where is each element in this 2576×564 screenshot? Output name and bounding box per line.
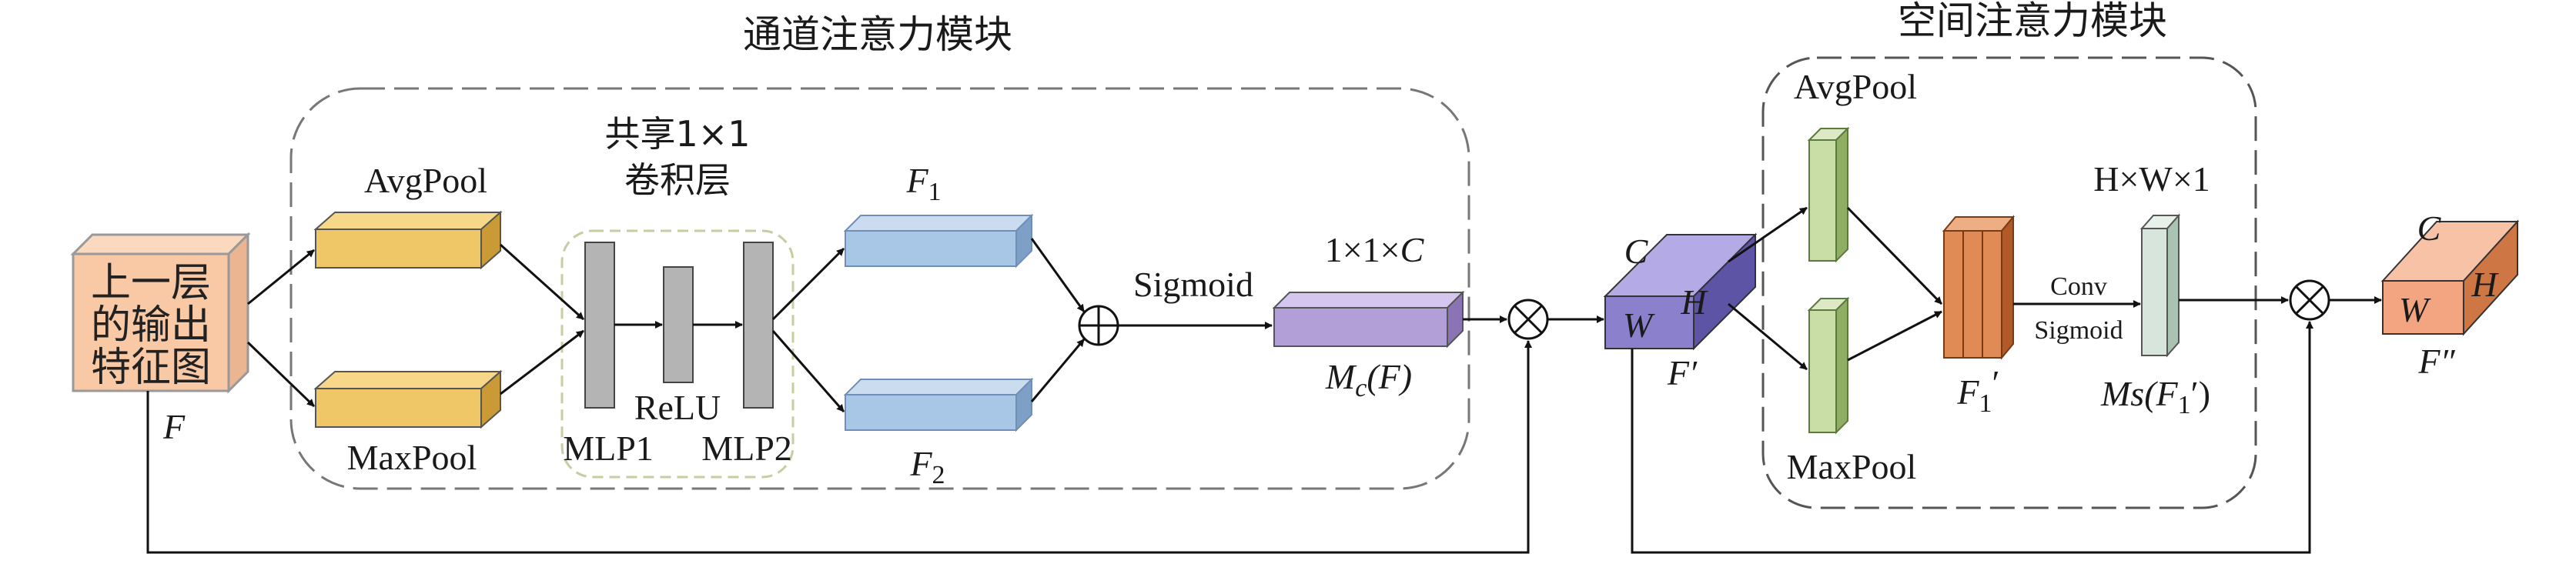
channel-avgpool-label: AvgPool: [364, 161, 487, 200]
channel-avgpool-block: [313, 210, 503, 270]
spatial-maxpool-label: MaxPool: [1787, 447, 1917, 486]
arrow-fprime-to-avgpool: [1728, 206, 1808, 263]
mlp2-block: [743, 242, 774, 409]
arrow-f1-to-add: [1030, 238, 1086, 312]
spatial-maxpool-block: [1807, 296, 1850, 435]
arrow-skip-to-multiply-2: [1631, 321, 2313, 554]
concat-block: [1942, 215, 2016, 360]
output-w-label: W: [2399, 290, 2431, 329]
spatial-avgpool-label: AvgPool: [1794, 67, 1917, 106]
channel-maxpool-label: MaxPool: [347, 438, 477, 477]
mc-block: [1272, 290, 1465, 349]
fprime-c-label: C: [1624, 232, 1649, 271]
conv-label: Conv: [2050, 272, 2107, 301]
mlp2-label: MLP2: [701, 429, 792, 468]
channel-module-title: 通道注意力模块: [743, 12, 1012, 57]
channel-module-border: [289, 87, 1470, 490]
shared-conv-label-1: 共享1×1: [604, 113, 750, 155]
arrow-f2-to-add: [1030, 339, 1086, 402]
connectors: [146, 206, 2382, 554]
fprime-h-label: H: [1680, 282, 1708, 322]
f1-feature-block: [843, 213, 1034, 269]
arrow-avgpool-to-mlp1: [499, 243, 585, 321]
mc-label: Mc(F): [1325, 357, 1412, 402]
fprime-w-label: W: [1623, 305, 1655, 345]
f2-label: F2: [909, 444, 945, 489]
output-block: W H: [2380, 219, 2520, 336]
arrow-input-to-maxpool: [246, 341, 316, 408]
fprime-label: F′: [1667, 353, 1698, 392]
arrow-mlp2-to-f2: [771, 330, 845, 412]
arrow-mlp2-to-f1: [771, 247, 845, 321]
f1prime-label: F1′: [1956, 363, 1999, 418]
input-line-2: 的输出: [91, 302, 211, 349]
mc-dims-label: 1×1×C: [1325, 230, 1425, 269]
output-c-label: C: [2417, 209, 2442, 248]
spatial-module-border: [1761, 56, 2257, 509]
arrow-skip-to-multiply-1: [146, 340, 1532, 554]
input-line-3: 特征图: [91, 345, 211, 391]
arrow-maxpool-to-concat: [1847, 310, 1942, 362]
add-operator: [1078, 305, 1119, 346]
spatial-sigmoid-label: Sigmoid: [2034, 316, 2123, 345]
spatial-module-title: 空间注意力模块: [1898, 0, 2167, 43]
relu-label: ReLU: [634, 388, 721, 427]
arrow-avgpool-to-concat: [1846, 206, 1943, 305]
output-h-label: H: [2471, 265, 2499, 304]
channel-maxpool-block: [313, 369, 503, 429]
input-line-1: 上一层: [91, 260, 211, 306]
mlp1-label: MLP1: [563, 429, 654, 468]
arrow-fprime-to-maxpool: [1728, 302, 1808, 371]
ms-block: [2139, 213, 2181, 358]
input-feature-block: 上一层 的输出 特征图: [70, 232, 251, 394]
input-label: F: [162, 407, 186, 446]
relu-block: [663, 266, 694, 383]
shared-conv-label-2: 卷积层: [624, 159, 731, 201]
output-label: F″: [2417, 342, 2455, 381]
spatial-avgpool-block: [1807, 126, 1850, 263]
f1-label: F1: [905, 161, 941, 206]
multiply-operator-2: [2289, 279, 2330, 321]
fprime-block: W H: [1603, 232, 1758, 351]
mlp1-block: [584, 242, 615, 409]
ms-label: Ms(F1′): [2100, 374, 2210, 419]
arrow-maxpool-to-mlp1: [500, 329, 584, 395]
multiply-operator-1: [1507, 299, 1549, 340]
hw-dims-label: H×W×1: [2093, 159, 2210, 199]
arrow-input-to-avgpool: [247, 249, 315, 305]
channel-sigmoid-label: Sigmoid: [1133, 265, 1253, 304]
f2-feature-block: [843, 377, 1034, 432]
